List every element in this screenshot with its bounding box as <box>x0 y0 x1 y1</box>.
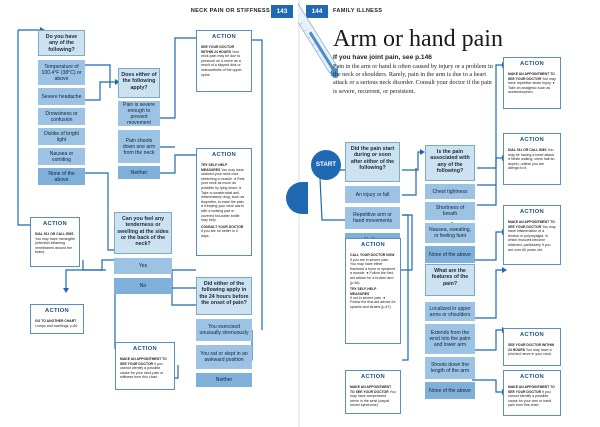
action-sub-head: CONSULT YOUR DOCTOR <box>201 224 244 229</box>
question-features: What are the features of the pain? <box>425 264 475 296</box>
option-none-features[interactable]: None of the above <box>425 382 475 399</box>
option-none-associated[interactable]: None of the above <box>425 246 475 263</box>
action-body: if you cannot identify a possible cause … <box>508 389 552 408</box>
action-head: MAKE AN APPOINTMENT TO SEE YOUR DOCTOR <box>350 385 392 394</box>
option-nausea[interactable]: Nausea or vomiting <box>38 148 85 165</box>
option-yes[interactable]: Yes <box>114 258 172 274</box>
action-body: Lumps and swellings, p.80 <box>35 323 78 328</box>
question-pain-apply: Does either of the following apply? <box>118 68 160 98</box>
action-title: ACTION <box>132 346 158 352</box>
action-head: DIAL 911 OR CALL EMS <box>508 148 547 152</box>
action-title: ACTION <box>519 374 545 380</box>
action-body: You may be having a heart attack. ● Whil… <box>508 148 556 171</box>
option-nausea-sweating[interactable]: Nausea, sweating, or feeling faint <box>425 223 475 243</box>
option-none[interactable]: None of the above <box>38 168 85 185</box>
option-severe-headache[interactable]: Severe headache <box>38 88 85 105</box>
action-pinched-nerve: ACTION SEE YOUR DOCTOR WITHIN 24 HOURS Y… <box>503 328 561 366</box>
action-fracture-sprain: ACTION CALL YOUR DOCTOR NOW if you are i… <box>345 238 401 344</box>
page-tab-marker <box>286 182 308 214</box>
action-sub-body: if not in severe pain. ● Follow the firs… <box>350 295 396 310</box>
question-24-hours: Did either of the following apply in the… <box>196 277 252 315</box>
action-unidentified-arm: ACTION MAKE AN APPOINTMENT TO SEE YOUR D… <box>503 370 561 416</box>
action-body: You may have compressed nerve in the wri… <box>350 389 396 408</box>
thermometer-illustration <box>298 0 338 78</box>
question-symptoms: Do you have any of the following? <box>38 30 85 56</box>
option-shoots-arm[interactable]: Shoots down the length of the arm <box>425 357 475 379</box>
option-temperature[interactable]: Temperature of 100.4°F (38°C) or above <box>38 60 85 85</box>
action-title: ACTION <box>44 308 70 314</box>
action-head: TRY SELF-HELP MEASURES <box>201 163 228 172</box>
option-chest-tightness[interactable]: Chest tightness <box>425 184 475 199</box>
action-title: ACTION <box>211 34 237 40</box>
option-wrist-palm[interactable]: Extends from the wrist into the palm and… <box>425 324 475 354</box>
option-drowsiness[interactable]: Drowsiness or confusion <box>38 108 85 125</box>
option-localized[interactable]: Localized in upper arms or shoulders <box>425 302 475 321</box>
action-title: ACTION <box>519 332 545 338</box>
option-neither-24h[interactable]: Neither <box>196 373 252 387</box>
option-neither[interactable]: Neither <box>118 166 160 179</box>
action-body: You may have meningitis (infection infla… <box>35 236 75 255</box>
action-head: DIAL 911 OR CALL EMS <box>35 232 74 236</box>
action-head: GO TO ANOTHER CHART <box>35 319 77 323</box>
action-carpal-tunnel: ACTION MAKE AN APPOINTMENT TO SEE YOUR D… <box>345 370 401 414</box>
action-head: SEE YOUR DOCTOR WITHIN 24 HOURS <box>201 45 235 54</box>
action-unidentified-neck: ACTION MAKE AN APPOINTMENT TO SEE YOUR D… <box>115 342 175 390</box>
action-head: MAKE AN APPOINTMENT TO SEE YOUR DOCTOR <box>508 385 555 394</box>
action-head: MAKE AN APPOINTMENT TO SEE YOUR DOCTOR <box>508 72 555 81</box>
action-body: Your neck pain may be due to pressure on… <box>201 49 242 77</box>
action-body: if you are in severe pain. You may have … <box>350 257 396 285</box>
action-another-chart: ACTION GO TO ANOTHER CHART Lumps and swe… <box>30 304 84 334</box>
question-associated: Is the pain associated with any of the f… <box>425 145 475 181</box>
action-meningitis: ACTION DIAL 911 OR CALL EMS You may have… <box>30 217 80 267</box>
action-title: ACTION <box>519 137 545 143</box>
action-title: ACTION <box>360 242 386 248</box>
option-dislike-light[interactable]: Dislike of bright light <box>38 128 85 145</box>
action-title: ACTION <box>42 221 68 227</box>
action-body: You may have a pinched nerve in your nec… <box>508 347 552 357</box>
page-number-left: 143 <box>271 5 293 18</box>
action-title: ACTION <box>360 374 386 380</box>
option-injury[interactable]: An injury or fall <box>345 186 400 203</box>
running-header-right: FAMILY ILLNESS <box>333 8 383 14</box>
intro-body: Pain in the arm or hand is often caused … <box>333 62 493 95</box>
page-title: Arm or hand pain <box>333 26 503 52</box>
action-head: MAKE AN APPOINTMENT TO SEE YOUR DOCTOR <box>508 220 555 229</box>
intro-lead: If you have joint pain, see p.146 <box>333 54 432 61</box>
action-sub-head: TRY SELF-HELP MEASURES <box>350 287 377 296</box>
option-pain-severe[interactable]: Pain is severe enough to prevent movemen… <box>118 101 160 126</box>
page-number-right: 144 <box>306 5 328 18</box>
action-heart-attack: ACTION DIAL 911 OR CALL EMS You may be h… <box>503 133 561 185</box>
action-title: ACTION <box>211 152 237 158</box>
option-no[interactable]: No <box>114 278 172 294</box>
action-body: You may have strained your neck over-str… <box>201 167 245 223</box>
action-head: SEE YOUR DOCTOR WITHIN 24 HOURS <box>508 343 555 352</box>
action-body: You may have repetitive strain injury. ●… <box>508 76 556 95</box>
action-body: if you cannot identify a possible cause … <box>120 361 164 380</box>
option-repetitive[interactable]: Repetitive arm or hand movements <box>345 207 400 229</box>
action-sub-body: if you are no better in 3 days. <box>201 229 238 238</box>
option-sat-awkward[interactable]: You sat or slept in an awkward position <box>196 345 252 369</box>
action-head: MAKE AN APPOINTMENT TO SEE YOUR DOCTOR <box>120 357 167 366</box>
option-exercised[interactable]: You exercised unusually strenuously <box>196 319 252 341</box>
action-self-help-neck: ACTION TRY SELF-HELP MEASURES You may ha… <box>196 148 252 256</box>
action-repetitive-strain: ACTION MAKE AN APPOINTMENT TO SEE YOUR D… <box>503 57 561 109</box>
intro-text: If you have joint pain, see p.146 Pain i… <box>333 54 493 96</box>
action-nerve-pressure: ACTION SEE YOUR DOCTOR WITHIN 24 HOURS Y… <box>196 30 252 92</box>
question-tenderness: Can you feel any tenderness or swelling … <box>114 212 172 254</box>
question-pain-start: Did the pain start during or soon after … <box>345 142 400 182</box>
option-shortness-breath[interactable]: Shortness of breath <box>425 202 475 220</box>
option-pain-shoots[interactable]: Pain shoots down one arm from the neck <box>118 130 160 163</box>
start-marker: START <box>311 150 341 180</box>
running-header-left: NECK PAIN OR STIFFNESS <box>190 8 270 14</box>
action-head: CALL YOUR DOCTOR NOW <box>350 253 395 257</box>
action-title: ACTION <box>519 61 545 67</box>
action-title: ACTION <box>519 209 545 215</box>
action-body: You may have inflammation of a tendon or… <box>508 224 556 252</box>
action-tendon-inflammation: ACTION MAKE AN APPOINTMENT TO SEE YOUR D… <box>503 205 561 265</box>
